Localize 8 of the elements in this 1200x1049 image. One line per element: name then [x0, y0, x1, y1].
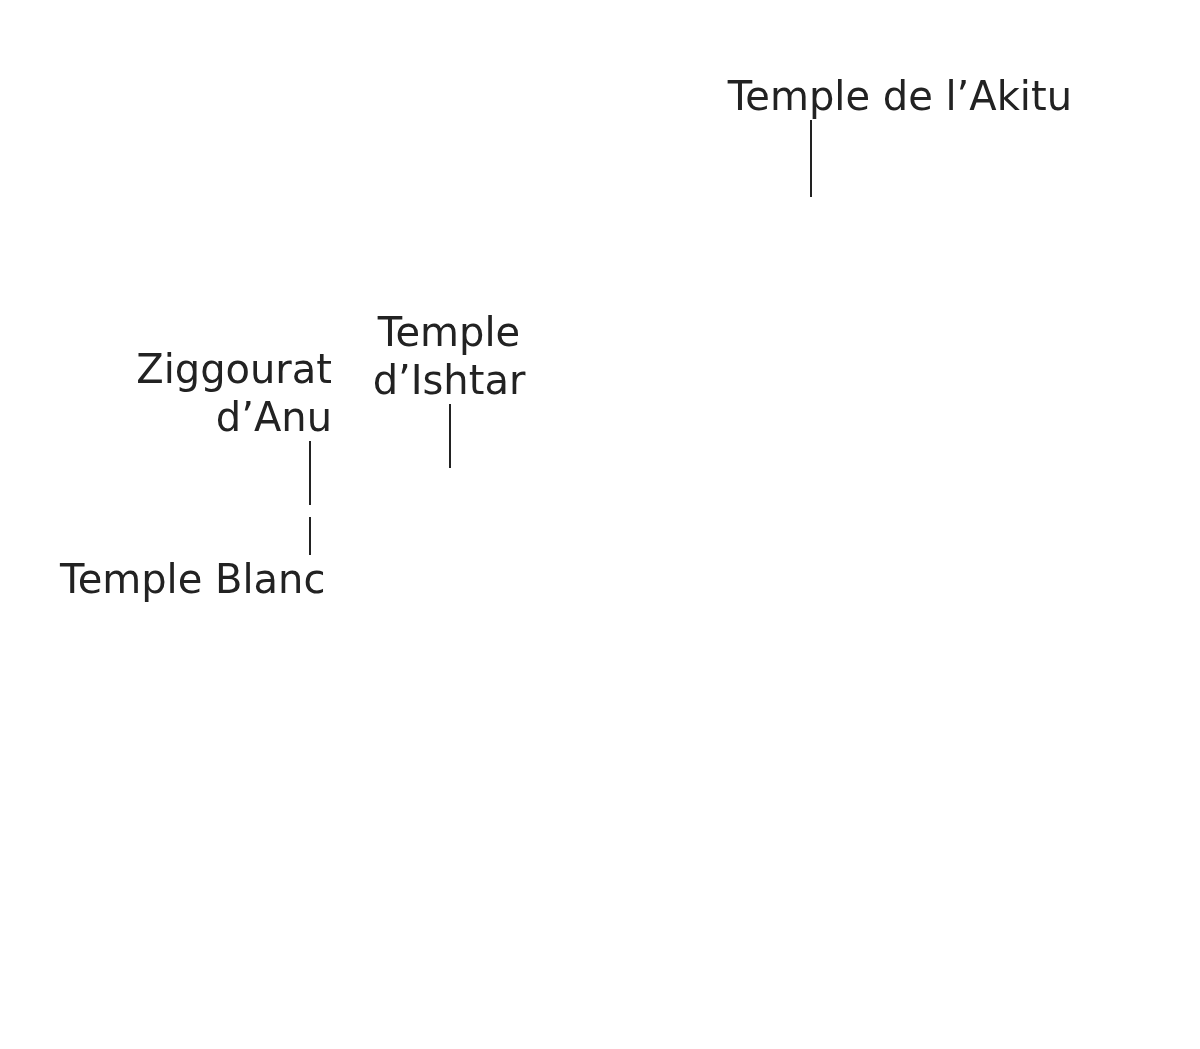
leader-line [449, 403, 451, 469]
place-label: Temple d’Ishtar [339, 308, 559, 404]
place-label: Ziggourat d’Anu [72, 345, 332, 441]
place-label: Temple Blanc [60, 555, 400, 603]
place-label: Temple de l’Akitu [612, 72, 1072, 120]
leader-line [309, 516, 311, 556]
leader-line [810, 119, 812, 198]
leader-line [309, 440, 311, 506]
